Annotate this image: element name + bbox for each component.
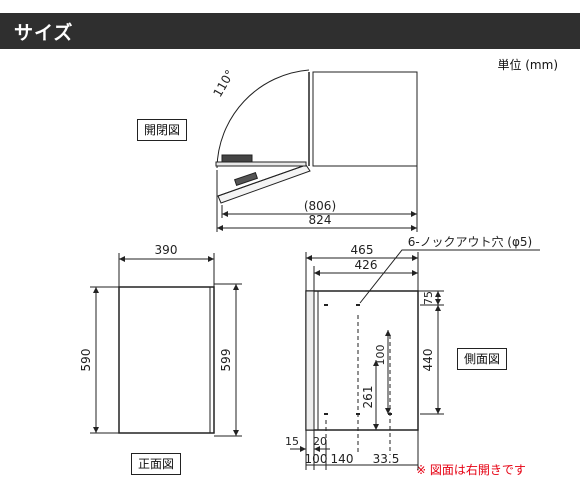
door-swing-arc — [216, 69, 310, 169]
side-dim-100h-text: 100 — [305, 452, 328, 466]
note-text: ※ 図面は右開きです — [416, 463, 526, 477]
side-dim-15-text: 15 — [285, 435, 299, 448]
side-dim-440-text: 440 — [421, 349, 435, 372]
front-height-left-text: 590 — [79, 349, 93, 372]
front-width-text: 390 — [155, 243, 178, 257]
hinge-detail — [215, 154, 307, 167]
section-header: サイズ — [0, 13, 580, 49]
side-dim-335-text: 33.5 — [373, 452, 400, 466]
front-cabinet — [118, 286, 215, 434]
side-dim-20-text: 20 — [313, 435, 327, 448]
section-title: サイズ — [14, 22, 74, 44]
side-dim-140-text: 140 — [331, 452, 354, 466]
open-inner-width-text: (806) — [304, 199, 336, 213]
side-view-drawing — [290, 249, 540, 470]
front-height-right-text: 599 — [219, 349, 233, 372]
side-dim-top-text: 75 — [422, 291, 435, 305]
front-view-drawing — [90, 253, 242, 437]
open-width-text: 824 — [309, 213, 332, 227]
side-dim-261-text: 261 — [361, 386, 375, 409]
open-view-label: 開閉図 — [137, 119, 188, 141]
side-view-label: 側面図 — [457, 348, 508, 370]
cabinet-top-view — [312, 71, 418, 167]
side-door — [305, 290, 315, 431]
side-depth-total-text: 465 — [351, 243, 374, 257]
knockout-leader — [359, 249, 540, 304]
side-dim-100v-text: 100 — [374, 345, 387, 366]
open-angle-text: 110° — [210, 67, 237, 99]
open-door — [217, 164, 311, 204]
front-view-label: 正面図 — [131, 453, 182, 475]
knockout-text: 6-ノックアウト穴 (φ5) — [408, 234, 532, 249]
open-view-drawing — [215, 69, 418, 232]
side-depth-inner-text: 426 — [355, 258, 378, 272]
unit-label: 単位 (mm) — [497, 58, 558, 72]
